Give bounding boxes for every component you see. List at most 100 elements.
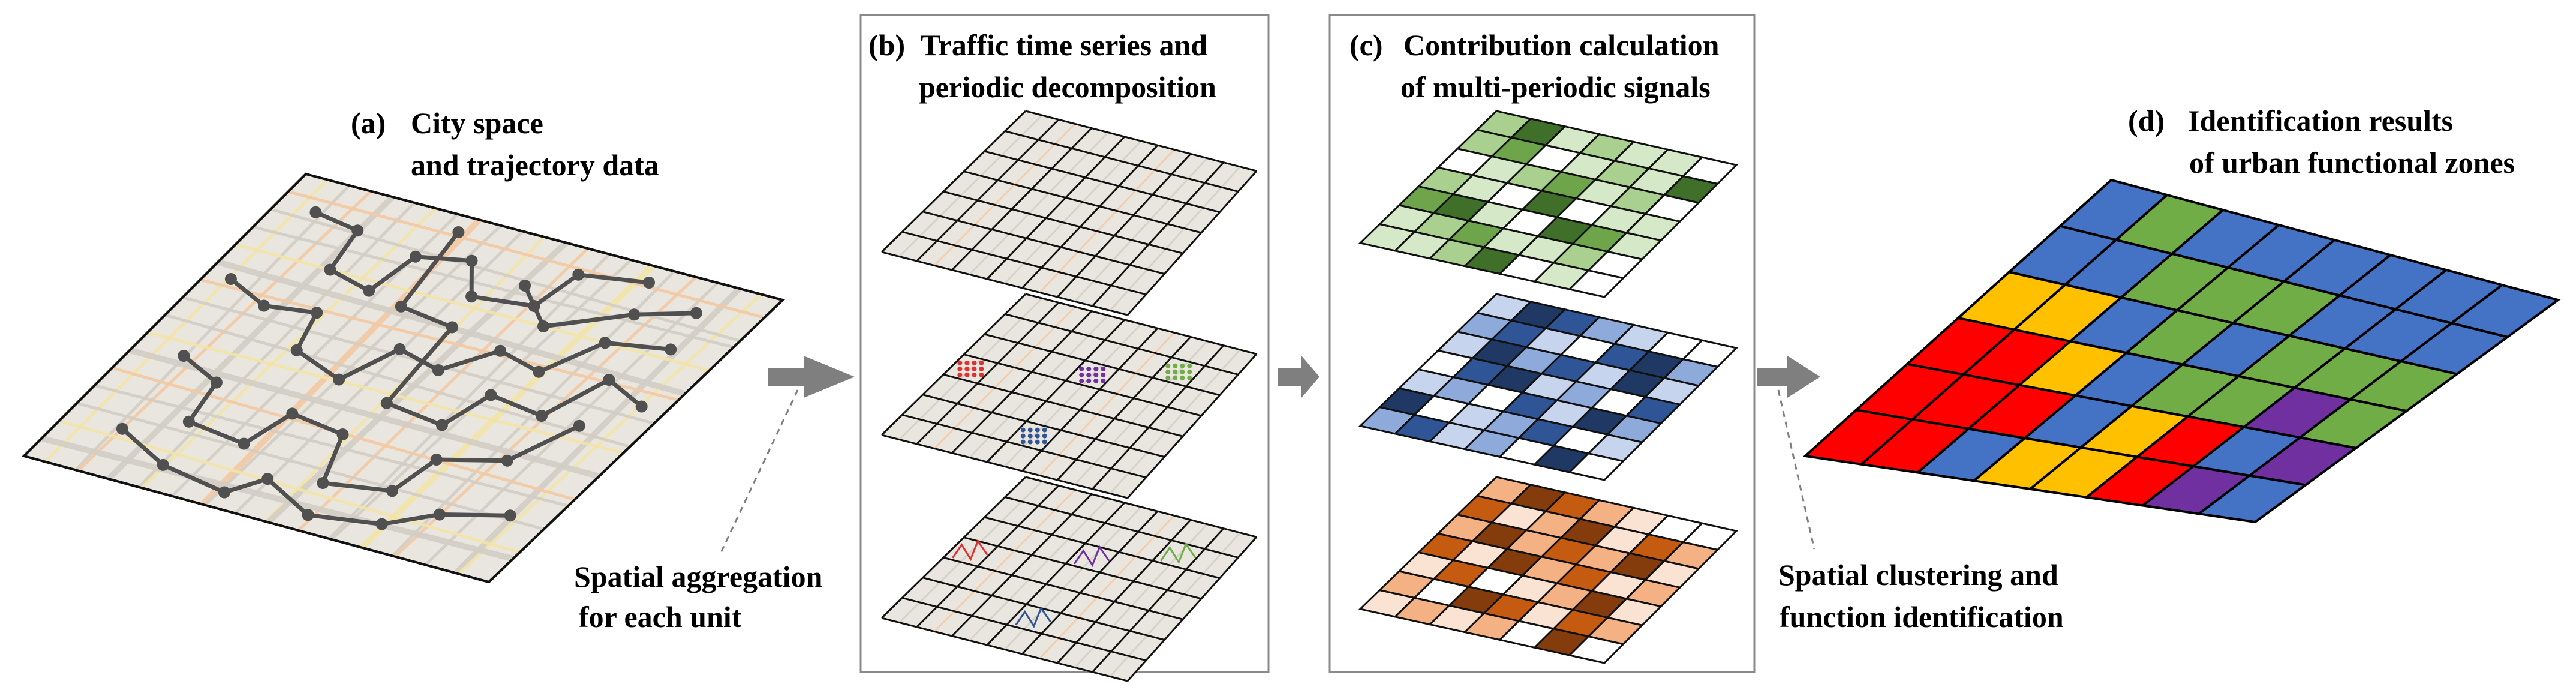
panel-b-tag: (b) <box>868 28 905 62</box>
signal-dot <box>1173 363 1178 368</box>
signal-dot <box>1079 378 1084 383</box>
trajectory-path <box>121 427 510 527</box>
trajectory-node <box>519 280 531 292</box>
map-road <box>1003 140 1142 284</box>
map-road <box>147 331 624 455</box>
signal-dot <box>1165 375 1171 380</box>
map-road <box>1109 349 1241 494</box>
signal-dot <box>1035 433 1040 439</box>
grid-line <box>1092 527 1225 673</box>
trajectory-node <box>333 373 345 386</box>
grid-line <box>943 373 1183 437</box>
grid-line <box>951 493 1093 637</box>
map-road <box>297 247 589 532</box>
contribution-grid-green <box>1358 110 1738 298</box>
map-road <box>969 314 1109 458</box>
trajectory-node <box>178 350 190 362</box>
signal-dot <box>1180 375 1185 380</box>
map-road <box>137 201 416 488</box>
signal-dot <box>979 366 984 371</box>
map-road <box>898 298 1043 440</box>
trajectory-node <box>395 300 407 313</box>
heat-cell <box>1567 635 1625 664</box>
signal-dot <box>964 360 970 365</box>
grid-line <box>1056 153 1192 298</box>
trajectory-node <box>311 307 323 319</box>
panel-d-tag: (d) <box>2128 104 2165 137</box>
trajectory-node <box>690 307 702 319</box>
trajectory-node <box>258 299 270 312</box>
grid-line <box>986 319 1126 463</box>
grid-line <box>916 119 1060 262</box>
signal-dot <box>1165 363 1171 368</box>
trajectory-node <box>317 477 329 489</box>
grid-line <box>1025 110 1257 172</box>
map-road <box>140 207 437 489</box>
panel-a-title-line2: and trajectory data <box>411 148 659 182</box>
trajectory-node <box>433 508 446 521</box>
panel-b-frame <box>859 14 1270 673</box>
heat-cell <box>1567 452 1625 481</box>
trajectory-node <box>302 509 314 521</box>
trajectory-node <box>309 206 322 218</box>
trajectory-node <box>504 509 516 522</box>
map-road <box>933 123 1076 266</box>
grid-line <box>1005 130 1239 193</box>
traffic-grid-top <box>880 110 1258 316</box>
trajectory-node <box>665 343 677 356</box>
arrow-right-icon <box>1757 356 1820 398</box>
signal-dot <box>1086 372 1092 377</box>
grid-line <box>922 394 1165 458</box>
trajectory-node <box>465 290 478 303</box>
map-road <box>1074 157 1208 302</box>
grid-line <box>1021 328 1159 472</box>
grid-line <box>881 617 1128 682</box>
panel-c-frame <box>1328 14 1756 673</box>
trajectory-node <box>182 415 195 428</box>
trajectory-node <box>210 376 223 389</box>
grid-line <box>943 190 1183 254</box>
arrow-right-icon <box>768 356 855 398</box>
trajectory-node <box>380 397 393 409</box>
signal-dot <box>1187 375 1192 380</box>
signal-curve <box>952 539 988 562</box>
trajectory-node <box>533 365 545 378</box>
grid-line <box>951 310 1093 454</box>
trajectory-node <box>218 486 230 499</box>
grid-line <box>881 434 1128 499</box>
trajectory-node <box>157 458 169 471</box>
trajectory-node <box>603 374 615 386</box>
signal-dot <box>1042 427 1047 433</box>
map-road <box>933 306 1076 449</box>
trajectory-node <box>635 400 648 413</box>
trajectory-node <box>290 344 303 356</box>
signal-dot <box>972 360 977 365</box>
grid-line <box>1126 536 1258 682</box>
panel-c-tag: (c) <box>1349 28 1383 62</box>
grid-line <box>986 136 1126 280</box>
signal-dot <box>1020 427 1026 433</box>
map-road <box>270 208 741 343</box>
aggregation-leader-line <box>719 389 799 556</box>
functional-zone-grid <box>1802 178 2561 524</box>
grid-line <box>1056 519 1192 664</box>
trajectory-node <box>628 308 641 321</box>
map-road <box>898 115 1043 257</box>
grid-line <box>1005 496 1239 559</box>
map-road <box>360 263 655 550</box>
signal-dot <box>1187 369 1192 374</box>
map-road <box>1039 332 1175 476</box>
map-road <box>94 384 569 508</box>
map-road <box>164 313 630 448</box>
trajectory-node <box>324 263 336 276</box>
signal-dot <box>1020 439 1026 445</box>
signal-curve <box>1160 542 1197 565</box>
panel-b-title-line1: Traffic time series and <box>921 28 1207 62</box>
map-road <box>1039 515 1175 659</box>
grid-line <box>1021 145 1159 289</box>
signal-dot <box>1020 433 1026 439</box>
grid-line <box>1025 293 1257 355</box>
signal-dot <box>1079 366 1084 371</box>
signal-dot <box>972 366 977 371</box>
grid-line <box>1005 313 1239 376</box>
